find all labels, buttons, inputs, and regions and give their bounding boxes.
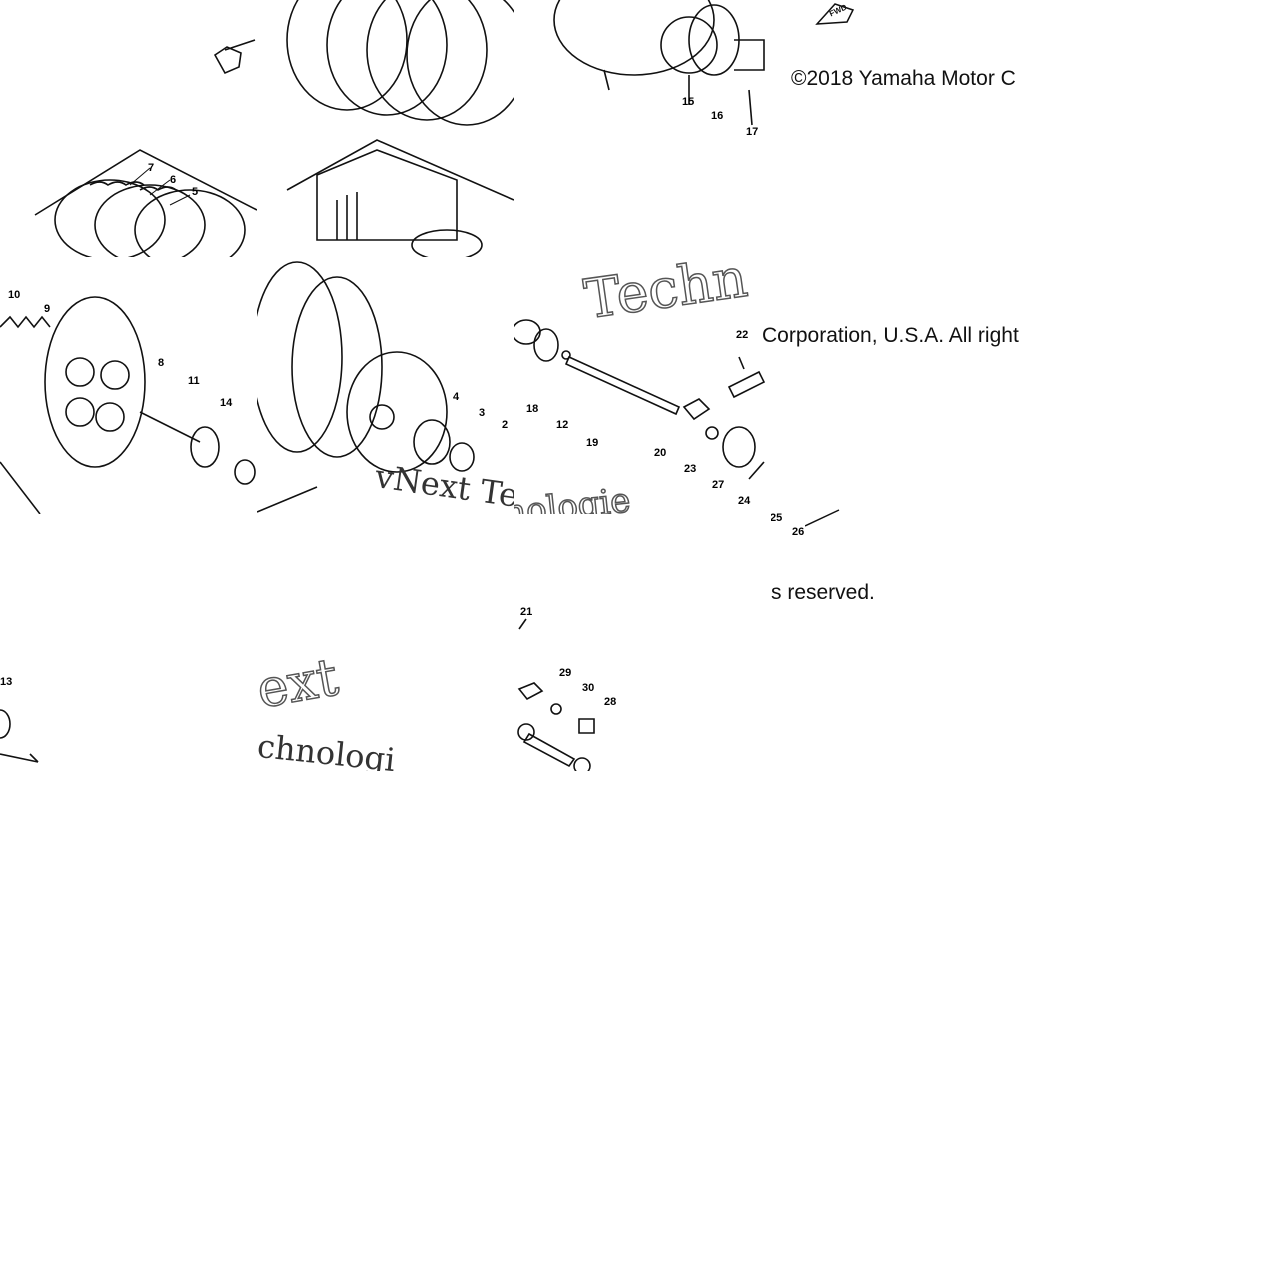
watermark-ext: ext [257,647,343,722]
callout-6: 6 [170,174,177,186]
clutch-lever-drawing [517,618,595,771]
callout-16: 16 [711,110,724,122]
diagram-tile-clutch-top-mid [257,0,514,257]
watermark-chnologi: chnologi [257,726,398,771]
diagram-tile-clutch-top-left: 7 6 5 [0,0,257,257]
plate-edge-drawing [0,709,39,763]
callout-17: 17 [746,126,759,138]
callout-9: 9 [44,303,51,315]
callout-26: 26 [792,526,805,538]
diagram-tile-pressure-plate: 10 9 8 11 14 [0,257,257,514]
callout-19: 19 [586,437,599,449]
callout-25: 25 [770,512,783,524]
callout-12: 12 [556,419,569,431]
leader-line-26 [804,508,840,528]
callout-14: 14 [220,397,233,409]
diagram-tile-bottom-mid: ext chnologi [257,514,514,771]
callout-10: 10 [8,289,21,301]
callout-23: 23 [684,463,697,475]
callout-20: 20 [654,447,667,459]
diagram-tile-bottom-left: 13 [0,514,257,771]
clutch-plates-drawing [34,39,257,257]
callout-30: 30 [582,682,595,694]
callout-29: 29 [559,667,572,679]
copyright-line-2: Corporation, U.S.A. All right [762,324,1019,347]
callout-24: 24 [738,495,751,507]
callout-22: 22 [736,329,749,341]
callout-7: 7 [148,162,155,174]
copyright-line-1: ©2018 Yamaha Motor C [791,67,1016,90]
diagram-tile-push-rod: 22 18 12 19 20 23 27 24 Techn nologie [514,257,771,514]
callout-8: 8 [158,357,165,369]
callout-28: 28 [604,696,617,708]
callout-13: 13 [0,676,13,688]
callout-21: 21 [520,606,533,618]
primary-gear-drawing [553,0,765,126]
callout-3: 3 [479,407,486,419]
clutch-housing-drawing [286,0,514,257]
diagram-tile-clutch-boss: 4 3 2 vNext Te [257,257,514,514]
fwd-arrow-icon: FWD [815,0,855,26]
callout-11: 11 [188,375,200,387]
clutch-boss-drawing [257,261,475,513]
diagram-tile-gear-top: 15 16 17 [514,0,771,257]
callout-27: 27 [712,479,725,491]
callout-2: 2 [502,419,509,431]
callout-4: 4 [453,391,460,403]
callout-15: 15 [682,96,695,108]
callout-18: 18 [526,403,539,415]
push-rod-drawing [514,319,766,480]
diagram-tile-lever: 21 29 30 28 [514,514,771,771]
copyright-line-3: s reserved. [771,581,875,604]
pressure-plate-drawing [0,296,256,514]
callout-5: 5 [192,186,199,198]
